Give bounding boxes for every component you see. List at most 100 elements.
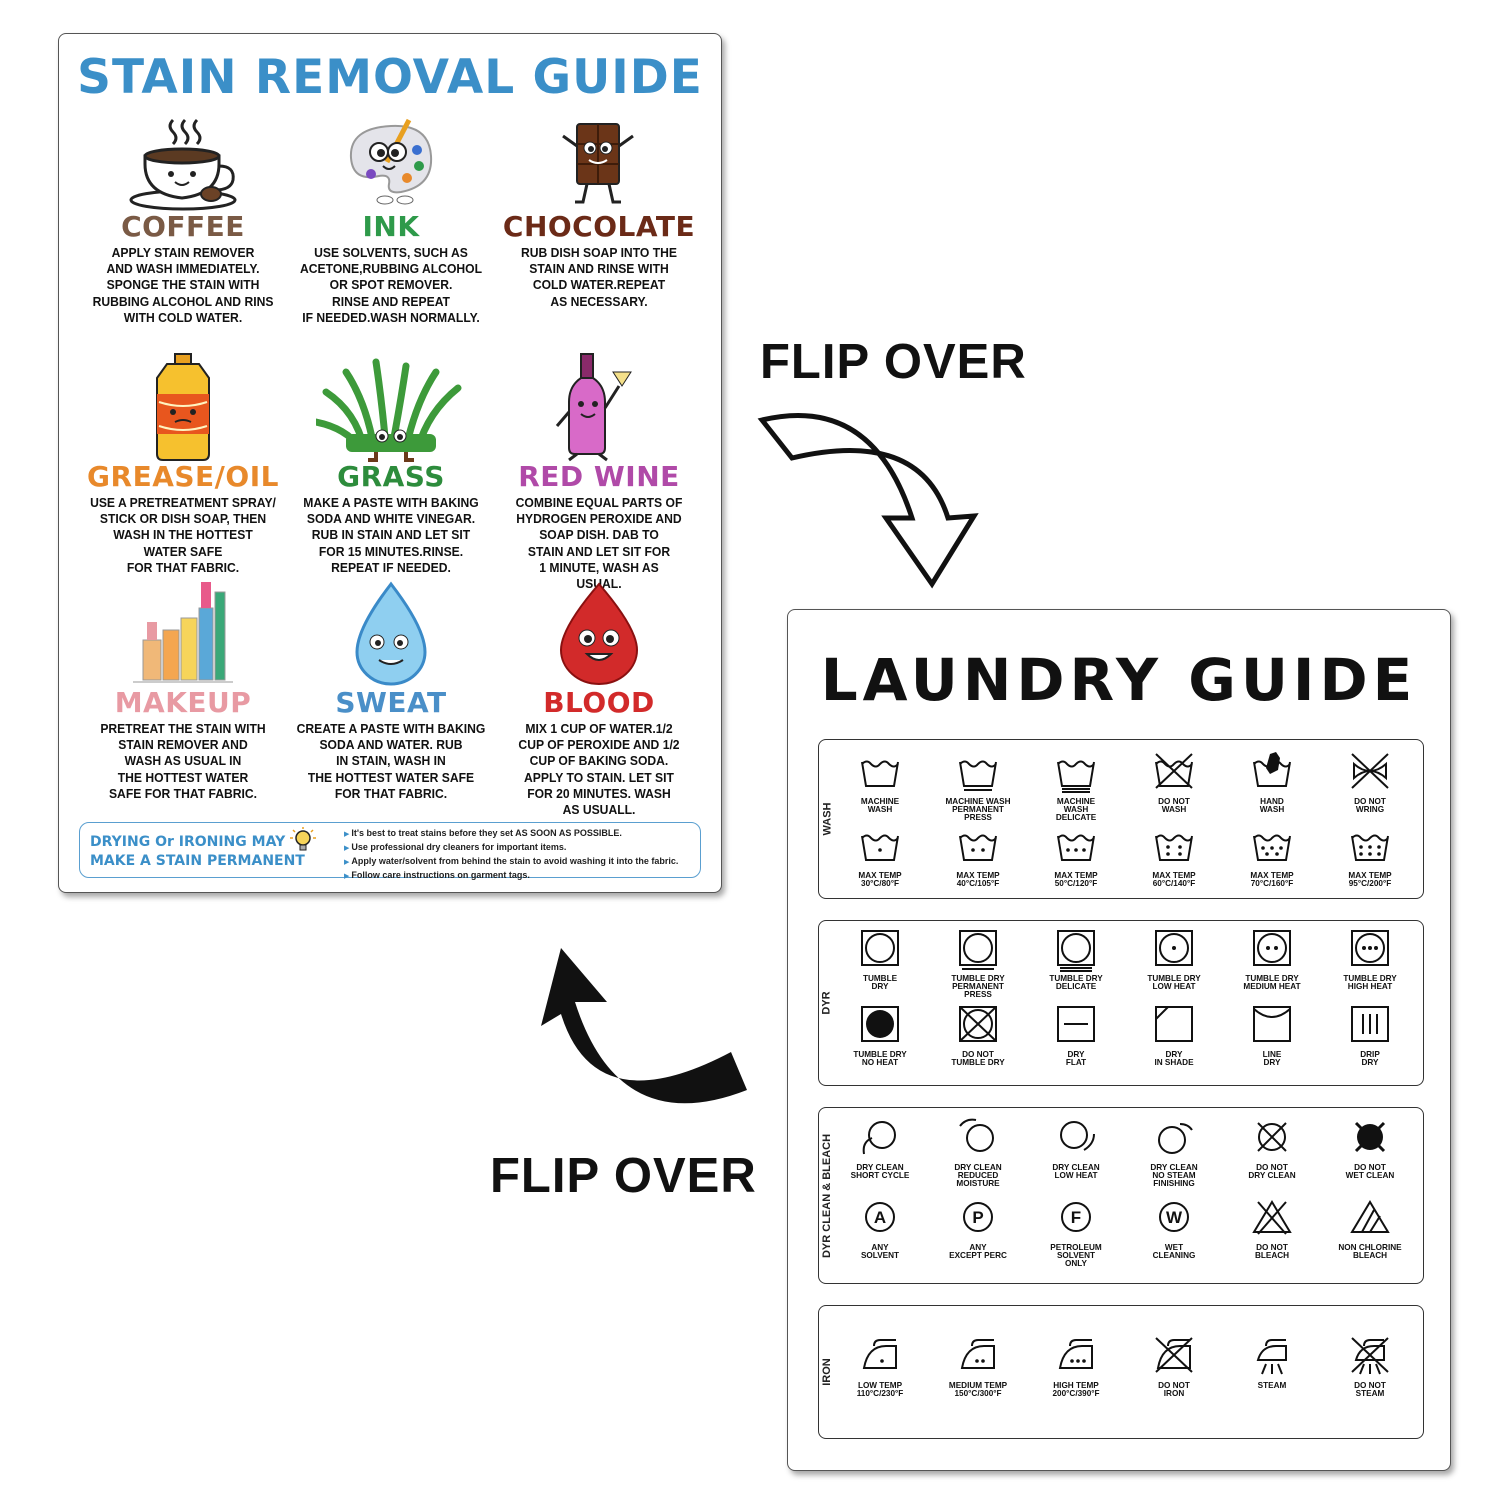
warning-text: DRYING Or IRONING MAY MAKE A STAIN PERMA… (90, 834, 305, 869)
care-symbol: MAX TEMP 70°C/160°F (1223, 826, 1321, 888)
care-symbol-label: TUMBLE DRY MEDIUM HEAT (1243, 974, 1301, 991)
tips-list: It's best to treat stains before they se… (344, 827, 678, 883)
care-symbol: DRIP DRY (1321, 1005, 1419, 1067)
oil-bottle-icon (156, 353, 210, 461)
makeup-icon (133, 582, 233, 683)
dry-clean-reduced-moisture-icon (959, 1118, 994, 1152)
stain-name: CHOCOLATE (502, 210, 696, 243)
care-symbol: P ANY EXCEPT PERC (929, 1198, 1027, 1260)
stain-name: BLOOD (543, 686, 655, 719)
wash-70-icon (1253, 834, 1291, 861)
iron-high-temp-icon (1058, 1339, 1093, 1369)
any-except-perc-icon: P (963, 1202, 993, 1232)
do-not-wring-icon (1351, 753, 1389, 789)
care-symbol: MAX TEMP 60°C/140°F (1125, 826, 1223, 888)
stain-description: USE SOLVENTS, SUCH AS ACETONE,RUBBING AL… (300, 245, 482, 325)
care-symbol: MAX TEMP 50°C/120°F (1027, 826, 1125, 888)
iron-low-temp-icon (862, 1339, 897, 1369)
stain-name: COFFEE (121, 210, 245, 243)
svg-text:A: A (874, 1208, 886, 1227)
tumble-dry-medium-heat-icon (1253, 930, 1291, 966)
care-symbol: MAX TEMP 95°C/200°F (1321, 826, 1419, 888)
care-symbol-label: DO NOT BLEACH (1254, 1243, 1290, 1260)
stain-name: GREASE/OIL (87, 460, 279, 493)
machine-wash-delicate-icon (1057, 760, 1095, 793)
wine-bottle-icon (555, 353, 632, 462)
stain-item-blood: BLOOD MIX 1 CUP OF WATER.1/2 CUP OF PERO… (495, 578, 703, 818)
care-symbol-label: DO NOT IRON (1158, 1381, 1190, 1398)
tumble-dry-delicate-icon (1057, 930, 1095, 972)
stain-guide-title: STAIN REMOVAL GUIDE (77, 50, 703, 105)
tumble-dry-permanent-press-icon (959, 930, 997, 970)
grass-icon (316, 358, 462, 462)
care-symbol-label: MACHINE WASH PERMANENT PRESS (945, 797, 1011, 822)
care-symbol-label: STEAM (1257, 1381, 1287, 1390)
flip-over-label-top: FLIP OVER (760, 335, 1027, 389)
stain-item-grease: GREASE/OIL USE A PRETREATMENT SPRAY/ STI… (79, 352, 287, 576)
wash-50-icon (1057, 834, 1095, 861)
care-symbol: HAND WASH (1223, 752, 1321, 814)
dry-clean-low-heat-icon (1060, 1121, 1095, 1151)
any-solvent-icon: A (865, 1202, 895, 1232)
stain-item-grass: GRASS MAKE A PASTE WITH BAKING SODA AND … (287, 352, 495, 576)
care-symbol: DRY CLEAN REDUCED MOISTURE (929, 1118, 1027, 1188)
care-symbol-label: TUMBLE DRY PERMANENT PRESS (951, 974, 1005, 999)
care-symbol: DO NOT DRY CLEAN (1223, 1118, 1321, 1180)
line-dry-icon (1253, 1006, 1291, 1042)
care-symbol-label: NON CHLORINE BLEACH (1338, 1243, 1402, 1260)
hand-wash-icon (1253, 752, 1291, 787)
care-symbol: DO NOT WASH (1125, 752, 1223, 814)
tumble-dry-no-heat-icon (861, 1006, 899, 1042)
care-symbol-label: MEDIUM TEMP 150°C/300°F (948, 1381, 1008, 1398)
care-symbol-label: MACHINE WASH DELICATE (1055, 797, 1097, 822)
care-symbol-label: TUMBLE DRY DELICATE (1049, 974, 1103, 991)
care-symbol: NON CHLORINE BLEACH (1321, 1198, 1419, 1260)
care-symbol-label: MAX TEMP 40°C/105°F (956, 871, 1000, 888)
do-not-tumble-dry-icon (959, 1006, 997, 1042)
care-symbol-label: DO NOT WET CLEAN (1345, 1163, 1395, 1180)
blood-drop-icon (559, 582, 639, 685)
stain-item-chocolate: CHOCOLATE RUB DISH SOAP INTO THE STAIN A… (495, 116, 703, 310)
do-not-dry-clean-icon (1257, 1122, 1287, 1152)
care-symbol: MACHINE WASH DELICATE (1027, 752, 1125, 822)
stain-item-ink: INK USE SOLVENTS, SUCH AS ACETONE,RUBBIN… (287, 116, 495, 326)
care-symbol: MAX TEMP 40°C/105°F (929, 826, 1027, 888)
care-symbol: DO NOT WRING (1321, 752, 1419, 814)
care-symbol-label: TUMBLE DRY LOW HEAT (1147, 974, 1201, 991)
do-not-iron-icon (1155, 1337, 1193, 1373)
care-symbol-label: ANY SOLVENT (860, 1243, 900, 1260)
care-symbol-label: MAX TEMP 70°C/160°F (1250, 871, 1294, 888)
care-symbol-label: HIGH TEMP 200°C/390°F (1052, 1381, 1100, 1398)
non-chlorine-bleach-icon (1350, 1200, 1390, 1233)
care-symbol: TUMBLE DRY HIGH HEAT (1321, 929, 1419, 991)
wet-cleaning-icon: W (1159, 1202, 1189, 1232)
care-symbol-label: LOW TEMP 110°C/230°F (856, 1381, 904, 1398)
curved-arrow-up-icon (541, 948, 747, 1104)
stain-description: USE A PRETREATMENT SPRAY/ STICK OR DISH … (90, 495, 276, 575)
tumble-dry-low-heat-icon (1155, 930, 1193, 966)
care-symbol: A ANY SOLVENT (831, 1198, 929, 1260)
care-symbol: W WET CLEANING (1125, 1198, 1223, 1260)
tip-item: Follow care instructions on garment tags… (344, 869, 678, 883)
care-symbol-label: MAX TEMP 95°C/200°F (1348, 871, 1392, 888)
care-symbol: DRY CLEAN LOW HEAT (1027, 1118, 1125, 1180)
care-symbol-label: MAX TEMP 50°C/120°F (1054, 871, 1098, 888)
stain-removal-card: STAIN REMOVAL GUIDE COFFEE APPLY STAIN R… (58, 33, 722, 893)
stain-description: MIX 1 CUP OF WATER.1/2 CUP OF PEROXIDE A… (518, 721, 680, 818)
svg-text:F: F (1071, 1208, 1081, 1227)
care-symbol-label: DRIP DRY (1360, 1050, 1380, 1067)
care-symbol: TUMBLE DRY MEDIUM HEAT (1223, 929, 1321, 991)
care-symbol-label: MAX TEMP 60°C/140°F (1152, 871, 1196, 888)
care-symbol-label: MACHINE WASH (860, 797, 900, 814)
care-symbol: TUMBLE DRY DELICATE (1027, 929, 1125, 991)
drip-dry-icon (1351, 1006, 1389, 1042)
care-symbol-label: ANY EXCEPT PERC (949, 1243, 1007, 1260)
stain-name: INK (362, 210, 420, 243)
tip-item: Use professional dry cleaners for import… (344, 841, 678, 855)
care-symbol-label: WET CLEANING (1152, 1243, 1196, 1260)
stain-description: APPLY STAIN REMOVER AND WASH IMMEDIATELY… (92, 245, 274, 325)
care-symbol: DRY CLEAN NO STEAM FINISHING (1125, 1118, 1223, 1188)
